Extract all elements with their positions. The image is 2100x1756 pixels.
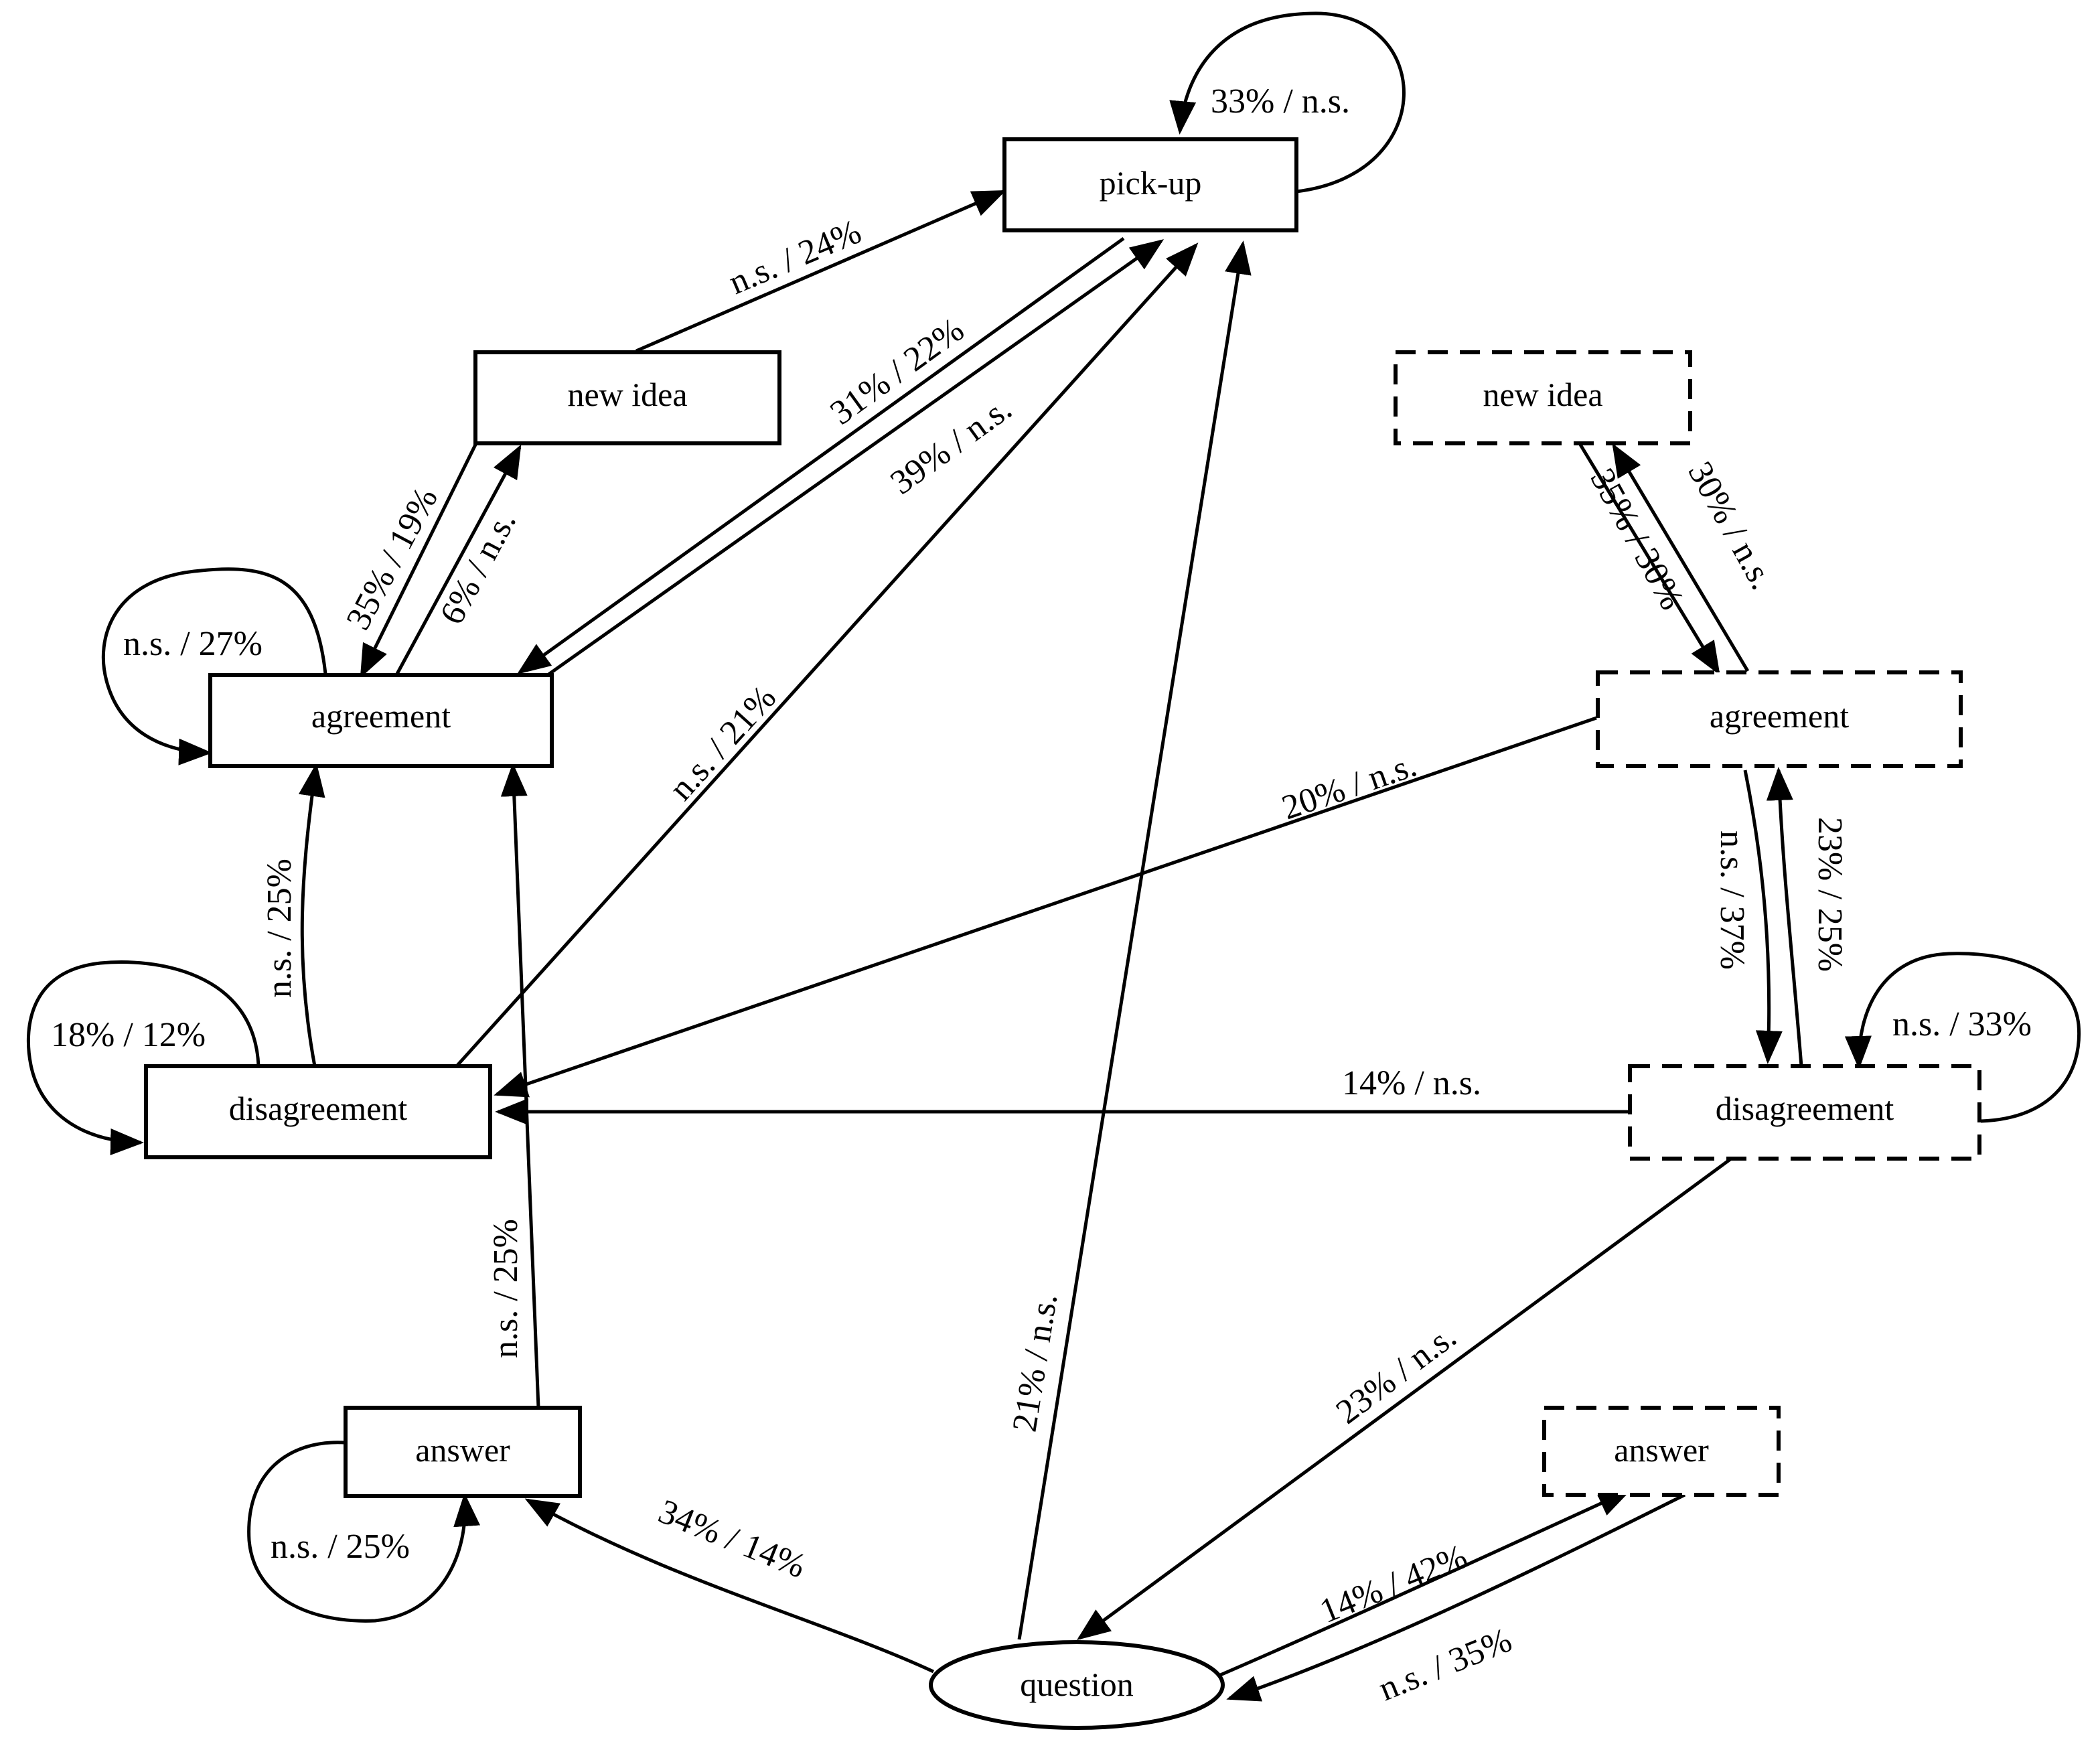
node-agreement-solid-label: agreement [311,697,451,735]
node-pickup: pick-up [1002,137,1298,232]
edge-label-disagreement-to-pickup: n.s. / 21% [662,678,784,808]
node-new-idea-solid: new idea [473,350,781,445]
edge-d-disagreement-to-question [1076,1155,1734,1640]
edge-disagreement-to-agreement [298,763,325,1067]
edge-label-disagreement-to-agreement: n.s. / 25% [260,859,299,998]
node-agreement-dashed: agreement [1596,670,1963,768]
edge-newidea-to-agreement [360,443,477,678]
node-answer-dashed: answer [1542,1406,1781,1497]
node-question: question [929,1640,1225,1730]
edge-newidea-to-pickup [635,190,1006,353]
edge-label-agreement-to-pickup: 31% / 22% [824,311,971,433]
nodes: pick-up new idea agreement disagreement … [144,137,1981,1730]
edge-question-to-d-answer [1218,1489,1632,1678]
node-answer-solid-label: answer [415,1431,510,1469]
node-new-idea-dashed-label: new idea [1483,376,1602,413]
node-new-idea-dashed: new idea [1394,350,1692,445]
node-answer-dashed-label: answer [1614,1431,1709,1469]
edge-label-d-disagreement-to-question: 23% / n.s. [1329,1317,1463,1432]
edge-question-to-pickup [1017,240,1252,1640]
edge-pickup-to-agreement [516,236,1125,674]
edge-disagreement-to-pickup [454,242,1199,1069]
edge-label-newidea-to-pickup: n.s. / 24% [723,212,867,302]
edge-d-disagreement-to-d-agreement [1766,767,1803,1067]
edge-label-answer-to-agreement: n.s. / 25% [487,1219,525,1358]
edge-label-answer-self: n.s. / 25% [271,1528,410,1566]
node-disagreement-dashed-label: disagreement [1716,1090,1894,1127]
edge-label-pickup-self: 33% / n.s. [1211,82,1350,121]
edge-label-d-disagreement-to-d-agreement: 23% / 25% [1811,817,1849,972]
edge-label-disagreement-self: 18% / 12% [51,1016,206,1054]
edge-label-d-disagreement-to-disagreement: 14% / n.s. [1342,1064,1481,1102]
edge-d-agreement-to-disagreement [494,716,1597,1098]
edge-d-agreement-to-d-disagreement [1743,770,1783,1064]
edge-d-answer-to-question [1226,1493,1686,1702]
node-question-label: question [1020,1666,1133,1703]
edge-label-agreement-self: n.s. / 27% [123,625,262,663]
node-agreement-dashed-label: agreement [1710,697,1849,735]
node-disagreement-solid: disagreement [144,1064,492,1159]
edge-label-pickup-to-agreement: 39% / n.s. [884,389,1019,502]
edge-pickup-self [1169,11,1406,194]
edge-agreement-to-newidea [394,444,522,676]
node-pickup-label: pick-up [1100,164,1202,202]
edge-d-agreement-to-d-newidea [1612,443,1750,672]
edge-label-d-agreement-to-d-disagreement: n.s. / 37% [1713,830,1751,970]
edge-question-to-answer [524,1498,935,1674]
edge-agreement-to-pickup [542,239,1165,680]
node-disagreement-dashed: disagreement [1628,1064,1981,1161]
edge-label-d-disagreement-self: n.s. / 33% [1892,1005,2032,1043]
node-answer-solid: answer [344,1406,582,1498]
edge-agreement-self [101,567,327,765]
edge-label-question-to-d-answer: 14% / 42% [1315,1538,1473,1631]
edge-label-d-agreement-to-d-newidea: 30% / n.s. [1681,455,1782,596]
edge-d-disagreement-self [1844,952,2081,1123]
node-new-idea-solid-label: new idea [567,376,687,413]
edges [26,11,2081,1702]
edge-label-d-agreement-to-disagreement: 20% / n.s. [1277,746,1421,828]
node-agreement-solid: agreement [208,673,554,768]
node-disagreement-solid-label: disagreement [229,1090,408,1127]
edge-d-newidea-to-d-agreement [1578,443,1720,676]
edge-disagreement-self [26,960,260,1155]
edge-answer-self [247,1441,481,1623]
